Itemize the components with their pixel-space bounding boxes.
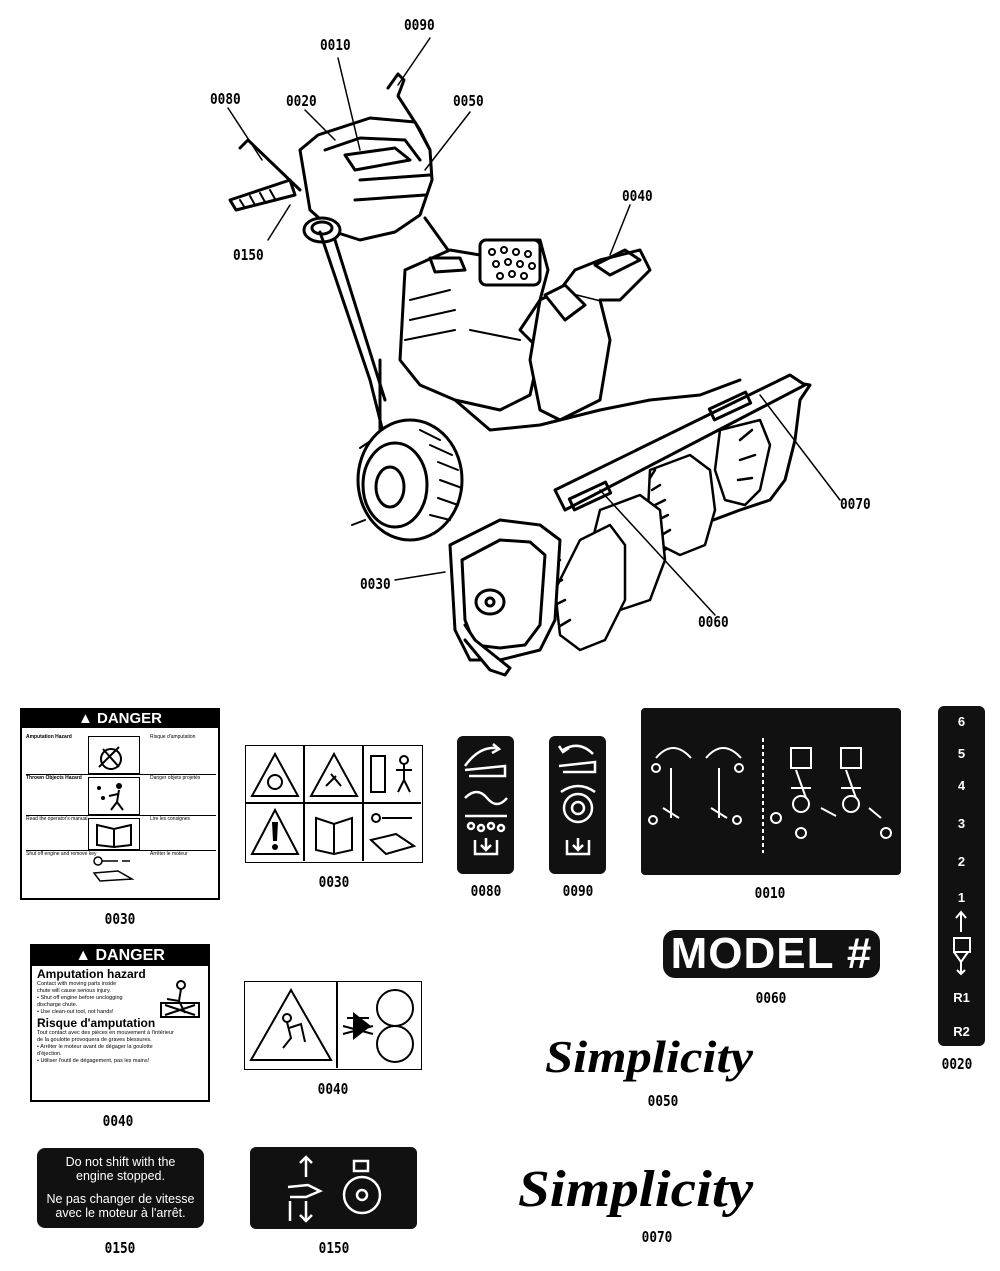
shift-warning-fr-1: Ne pas changer de vitesse bbox=[46, 1192, 195, 1206]
key-removal-icon bbox=[92, 856, 135, 882]
gear-strip-0020: 6 5 4 3 2 1 R1 R2 bbox=[938, 706, 985, 1046]
body-en-4: discharge chute. bbox=[37, 1002, 78, 1008]
shift-warning-en-2: engine stopped. bbox=[76, 1169, 165, 1183]
hand-in-chute-icon bbox=[160, 980, 200, 1018]
shift-pictogram-decal bbox=[250, 1147, 417, 1229]
callout-0060: 0060 bbox=[698, 613, 729, 631]
amputation-hazard-icon bbox=[98, 746, 122, 770]
gear-2: 2 bbox=[957, 854, 966, 869]
decal-0090 bbox=[549, 736, 606, 874]
gear-3: 3 bbox=[957, 816, 966, 831]
danger-decal-0040: ▲ DANGER Amputation hazard Contact with … bbox=[30, 944, 210, 1102]
control-operation-pictograms bbox=[648, 738, 892, 853]
gear-6: 6 bbox=[957, 714, 966, 729]
gear-4: 4 bbox=[957, 778, 966, 793]
shut-off-label-fr: Arrêter le moteur bbox=[150, 851, 188, 857]
callout-0040: 0040 bbox=[622, 187, 653, 205]
part-0010: 0010 bbox=[754, 884, 786, 902]
body-fr-4: d'éjection. bbox=[37, 1051, 62, 1057]
callout-0150: 0150 bbox=[233, 246, 264, 264]
callout-0050: 0050 bbox=[453, 92, 484, 110]
chute-hazard-pictograms bbox=[249, 982, 414, 1068]
part-0060: 0060 bbox=[755, 989, 787, 1007]
amputation-title-fr: Risque d'amputation bbox=[37, 1016, 156, 1030]
callout-0090: 0090 bbox=[404, 16, 435, 34]
read-manual-label: Read the operator's manual bbox=[26, 816, 88, 822]
callout-0030: 0030 bbox=[360, 575, 391, 593]
body-en-2: chute will cause serious injury. bbox=[37, 988, 111, 994]
amputation-title-en: Amputation hazard bbox=[37, 967, 146, 981]
callout-0020: 0020 bbox=[286, 92, 317, 110]
callout-0070: 0070 bbox=[840, 495, 871, 513]
shut-off-label: Shut off engine and remove key bbox=[26, 851, 97, 857]
decal-0010 bbox=[641, 708, 901, 875]
shift-warning-en-1: Do not shift with the bbox=[65, 1155, 176, 1169]
part-0150-b: 0150 bbox=[318, 1239, 350, 1257]
hazard-label-en: Amputation Hazard bbox=[26, 734, 72, 740]
part-0030-a: 0030 bbox=[104, 910, 136, 928]
decal-0080 bbox=[457, 736, 514, 874]
manual-book-icon bbox=[96, 823, 132, 849]
simplicity-logo-0050: Simplicity bbox=[545, 1031, 754, 1082]
part-0080: 0080 bbox=[470, 882, 502, 900]
part-0050: 0050 bbox=[647, 1092, 679, 1110]
part-0040-b: 0040 bbox=[317, 1080, 349, 1098]
danger-header-2: ▲ DANGER bbox=[32, 946, 208, 966]
gear-1: 1 bbox=[957, 890, 966, 905]
body-en-5: • Use clean-out tool, not hands! bbox=[37, 1009, 114, 1015]
body-en-1: Contact with moving parts inside bbox=[37, 981, 117, 987]
gear-shift-arrow-icon bbox=[953, 910, 971, 976]
thrown-objects-label-fr: Danger objets projetés bbox=[150, 775, 201, 781]
part-0040-a: 0040 bbox=[102, 1112, 134, 1130]
danger-header: ▲ DANGER bbox=[22, 710, 218, 728]
pictogram-decal-0040 bbox=[244, 981, 422, 1070]
body-fr-3: • Arrêter le moteur avant de dégager la … bbox=[37, 1044, 153, 1050]
simplicity-logo-0070: Simplicity bbox=[518, 1161, 754, 1218]
body-fr-1: Tout contact avec des pièces en mouvemen… bbox=[37, 1030, 174, 1036]
danger-decal-0030: ▲ DANGER Amputation Hazard Risque d'ampu… bbox=[20, 708, 220, 900]
chute-deflector-icon bbox=[463, 743, 508, 856]
callout-0080: 0080 bbox=[210, 90, 241, 108]
shift-engine-pictograms bbox=[287, 1155, 382, 1223]
part-0070: 0070 bbox=[641, 1228, 673, 1246]
body-en-3: • Shut off engine before unclogging bbox=[37, 995, 123, 1001]
body-fr-2: de la goulotte provoquera de graves bles… bbox=[37, 1037, 152, 1043]
gear-r1: R1 bbox=[953, 990, 970, 1005]
snowblower-illustration bbox=[227, 37, 841, 677]
safety-pictograms bbox=[246, 746, 421, 861]
part-0020: 0020 bbox=[941, 1055, 973, 1073]
read-manual-label-fr: Lire les consignes bbox=[150, 816, 191, 822]
part-0150-a: 0150 bbox=[104, 1239, 136, 1257]
body-fr-5: • Utiliser l'outil de dégagement, pas le… bbox=[37, 1058, 150, 1064]
thrown-objects-label: Thrown Objects Hazard bbox=[26, 775, 82, 781]
hazard-label-fr: Risque d'amputation bbox=[150, 734, 196, 740]
shift-warning-fr-2: avec le moteur à l'arrêt. bbox=[55, 1206, 186, 1220]
gear-5: 5 bbox=[957, 746, 966, 761]
thrown-objects-icon bbox=[97, 783, 124, 811]
part-0090: 0090 bbox=[562, 882, 594, 900]
callout-0010: 0010 bbox=[320, 36, 351, 54]
gear-r2: R2 bbox=[953, 1024, 970, 1039]
model-number-badge: MODEL # bbox=[663, 930, 880, 978]
shift-warning-decal: Do not shift with the engine stopped. Ne… bbox=[37, 1148, 204, 1228]
pictogram-decal-0030 bbox=[245, 745, 423, 863]
part-0030-b: 0030 bbox=[318, 873, 350, 891]
chute-rotation-icon bbox=[557, 744, 597, 856]
